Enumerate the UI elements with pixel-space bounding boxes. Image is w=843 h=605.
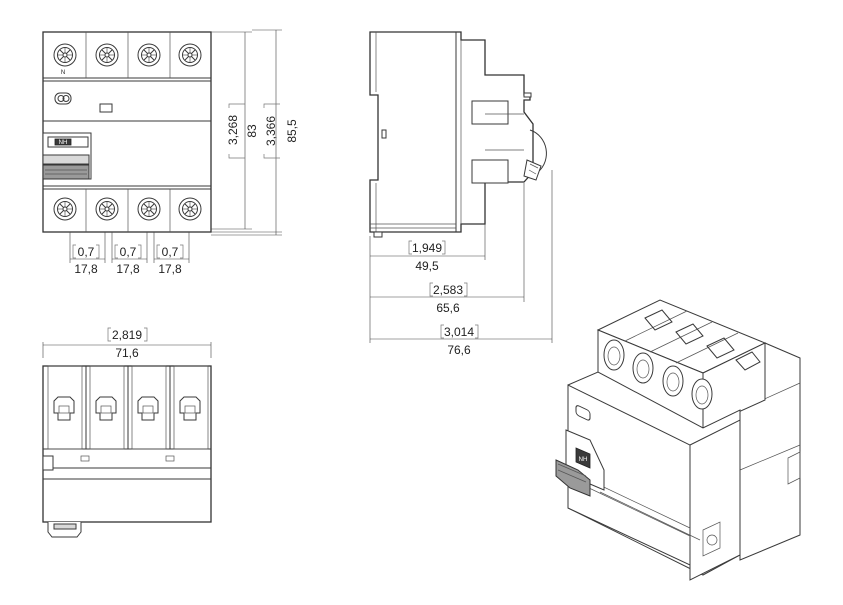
terminal-screw-icon (178, 197, 202, 221)
front-view: N NH (42, 29, 299, 276)
pole-pitch-2-in: 0,7 (120, 245, 137, 259)
neutral-terminal-label: N (61, 70, 65, 76)
iso-test-button-icon (575, 405, 591, 421)
terminal-screw-icon (178, 43, 202, 67)
terminal-openings (53, 396, 201, 421)
terminal-screw-icon (53, 197, 77, 221)
depth-2-mm: 65,6 (436, 301, 460, 315)
toggle-switch: NH (42, 132, 92, 180)
depth-2-in: 2,583 (433, 283, 463, 297)
iso-terminal-slot-icon (675, 323, 704, 345)
iso-terminal-slot-icon (706, 337, 735, 359)
top-view: 2,819 71,6 (42, 327, 212, 538)
height-inner-mm: 83 (245, 124, 259, 138)
depth-3-in: 3,014 (444, 325, 474, 339)
pole-pitch-1-in: 0,7 (78, 245, 95, 259)
height-outer-in: 3,366 (264, 116, 278, 146)
bottom-terminals (53, 189, 202, 232)
din-clip-lower (471, 159, 509, 184)
height-dimensions: 3,268 83 3,366 85,5 (211, 29, 299, 236)
height-inner-in: 3,268 (226, 115, 240, 145)
depth-1-mm: 49,5 (415, 259, 439, 273)
terminal-opening-icon (95, 396, 117, 421)
terminal-screw-icon (137, 43, 161, 67)
iso-terminal-slot-icon (735, 351, 761, 371)
pole-pitch-3-mm: 17,8 (158, 262, 182, 276)
iso-switch-label: NH (579, 457, 588, 463)
depth-3-mm: 76,6 (447, 343, 471, 357)
terminal-opening-icon (137, 396, 159, 421)
din-clip-upper (471, 100, 509, 125)
iso-screw-icon (662, 365, 684, 397)
pole-pitch-1-mm: 17,8 (74, 262, 98, 276)
height-outer-mm: 85,5 (285, 119, 299, 143)
side-body-outline (369, 31, 534, 233)
terminal-screw-icon (137, 197, 161, 221)
pole-pitch-2-mm: 17,8 (116, 262, 140, 276)
terminal-screw-icon (95, 197, 119, 221)
width-mm: 71,6 (115, 346, 139, 360)
side-view: 1,949 49,5 2,583 65,6 3,014 76,6 (369, 31, 553, 357)
top-terminals: N (53, 32, 202, 78)
iso-screw-icon (632, 352, 654, 384)
top-body-outline (42, 365, 212, 523)
indicator-window (99, 103, 113, 113)
depth-1-in: 1,949 (412, 241, 442, 255)
terminal-screw-icon (53, 43, 77, 67)
pole-pitch-dimensions: 0,7 17,8 0,7 17,8 0,7 17,8 (69, 232, 190, 276)
iso-terminal-slot-icon (644, 309, 673, 331)
front-body-outline (42, 31, 212, 233)
iso-screw-icon (691, 378, 713, 410)
width-in: 2,819 (112, 328, 142, 342)
side-toggle-icon (523, 159, 542, 181)
terminal-screw-icon (95, 43, 119, 67)
terminal-opening-icon (179, 396, 201, 421)
iso-screw-icon (603, 339, 625, 371)
switch-label: NH (59, 140, 68, 146)
pole-pitch-3-in: 0,7 (162, 245, 179, 259)
terminal-opening-icon (53, 396, 75, 421)
depth-dimensions: 1,949 49,5 2,583 65,6 3,014 76,6 (369, 170, 553, 357)
isometric-view: NH (555, 299, 801, 581)
